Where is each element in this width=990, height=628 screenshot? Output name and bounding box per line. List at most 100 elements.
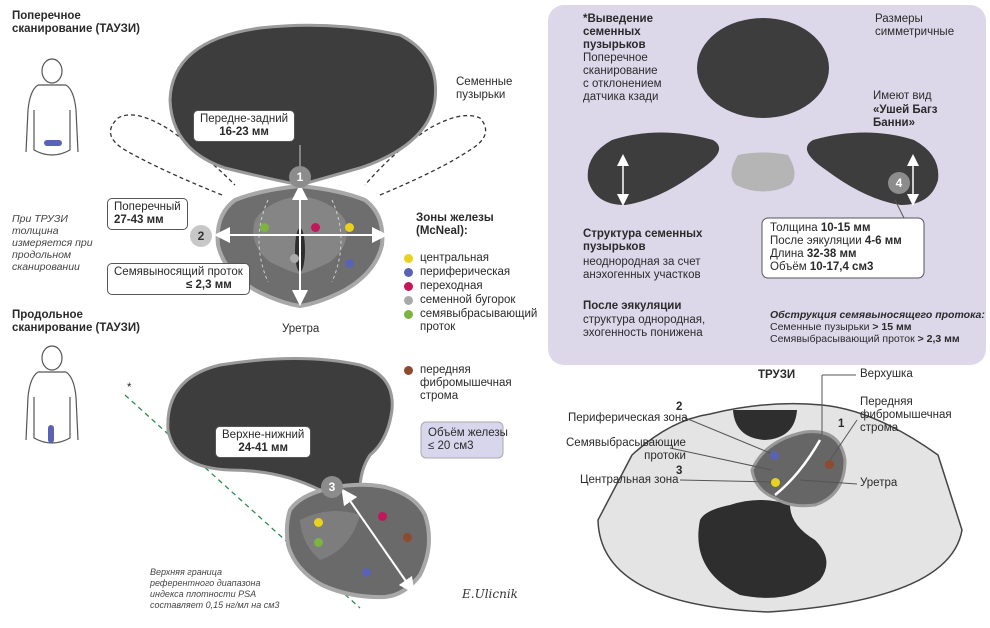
bladder-longitudinal (166, 357, 394, 492)
vesicle-measure-box (761, 217, 925, 279)
si-arrow (341, 488, 415, 594)
truzi-probe (733, 410, 797, 440)
truzi-number-3: 3 (676, 465, 683, 477)
number-badge-1: 1 (289, 166, 311, 188)
legend-dot-peripheral (404, 268, 413, 277)
ap-label: Передне-задний (200, 113, 289, 125)
longitudinal-title: Продольное сканирование (ТАУЗИ) (12, 309, 140, 334)
volume-box-text: Объём железы ≤ 20 см3 (428, 427, 508, 452)
signature: E.Ulicnik (462, 587, 518, 601)
zone-dot-central (345, 223, 354, 232)
volume-value: 10-17,4 см3 (809, 261, 874, 273)
truzi-anterior-stroma: Передняя фибромышечная строма (860, 396, 952, 434)
truzi-urethra: Уретра (860, 477, 898, 489)
prostate-top-view (731, 152, 795, 192)
asterisk-mark: * (127, 382, 132, 394)
probe-marker-longitudinal (48, 425, 54, 443)
zone-dot-ejac (260, 223, 269, 232)
volume-label: Объём (770, 261, 807, 273)
number-badge-2: 2 (190, 225, 212, 247)
obstruction-line2: Семявыбрасывающий проток > 2,3 мм (770, 333, 960, 345)
psa-note: Верхняя граница референтного диапазона и… (150, 567, 280, 610)
truzi-dot-stroma (825, 460, 834, 469)
seminal-vesicle-outline-right (364, 114, 487, 196)
urethra-label: Уретра (282, 323, 320, 335)
truzi-central: Центральная зона (580, 474, 679, 486)
after-ejac-value: 4-6 мм (864, 235, 902, 247)
structure-title: Структура семенных пузырьков (583, 228, 703, 253)
truzi-dot-central (771, 478, 780, 487)
length-value: 32-38 мм (806, 248, 857, 260)
zone-dot-colliculus (290, 254, 299, 263)
truzi-title: ТРУЗИ (758, 369, 796, 381)
bugs-name: «Ушей Багз Банни» (873, 104, 938, 129)
legend-dot-transition (404, 282, 413, 291)
legend-label-transition: переходная (420, 280, 483, 292)
truzi-ejac-ducts: Семявыбрасывающие протоки (566, 437, 686, 462)
truzi-number-2: 2 (676, 401, 683, 413)
long-dot-ejac (314, 538, 323, 547)
legend-label-stroma: передняя фибромышечная строма (420, 364, 512, 402)
transverse-title: Поперечное сканирование (ТАУЗИ) (12, 10, 140, 35)
truzi-bladder (698, 500, 827, 598)
number-badge-4: 4 (888, 172, 910, 194)
body-figure-longitudinal (25, 345, 79, 444)
legend-label-peripheral: периферическая (420, 266, 511, 278)
legend-label-ejac: семявыбрасывающий проток (420, 308, 538, 333)
ap-measure-box: Передне-задний 16-23 мм (193, 110, 296, 142)
obstruction-line1: Семенные пузырьки > 15 мм (770, 321, 912, 333)
vesicle-desc: Поперечное сканирование с отклонением да… (583, 52, 662, 103)
long-dot-central (314, 518, 323, 527)
zone-dot-peripheral (345, 259, 354, 268)
truzi-thickness-note: При ТРУЗИ толщина измеряется при продоль… (12, 213, 93, 273)
truzi-dot-peripheral (770, 451, 779, 460)
truzi-number-1: 1 (838, 418, 845, 430)
structure-desc: неоднородная за счет анэхогенных участко… (583, 256, 701, 281)
long-dot-peripheral (362, 568, 371, 577)
transverse-measure-box: Поперечный 27-43 мм (107, 198, 188, 230)
ejac-duct-value: ≤ 2,3 мм (186, 279, 232, 291)
ap-value: 16-23 мм (219, 126, 269, 138)
volume-row: Объём 10-17,4 см3 (770, 261, 902, 274)
seminal-vesicles-label: Семенные пузырьки (456, 76, 513, 101)
zone-dot-transition (311, 223, 320, 232)
after-desc: структура однородная, эхогенность пониже… (583, 314, 706, 339)
si-label: Верхне-нижний (222, 429, 305, 441)
obstruction-line2-value: > 2,3 мм (917, 333, 960, 345)
legend-dot-colliculus (404, 296, 413, 305)
probe-marker-transverse (44, 140, 62, 146)
length-row: Длина 32-38 мм (770, 248, 902, 261)
ejac-duct-label: Семявыносящий проток (114, 266, 243, 278)
after-ejac-label: После эякуляции (770, 235, 862, 247)
after-ejac-row: После эякуляции 4-6 мм (770, 235, 902, 248)
si-value: 24-41 мм (238, 442, 288, 454)
truzi-peripheral: Периферическая зона (568, 412, 688, 424)
legend-dot-ejac (404, 310, 413, 319)
truzi-apex: Верхушка (860, 368, 913, 380)
bugs-prefix: Имеют вид (873, 90, 932, 102)
transverse-value: 27-43 мм (114, 214, 164, 226)
legend-label-central: центральная (420, 252, 489, 264)
bladder-transverse (168, 23, 438, 187)
after-title: После эякуляции (583, 300, 682, 312)
long-dot-transition (378, 512, 387, 521)
thickness-value: 10-15 мм (820, 222, 871, 234)
si-measure-box: Верхне-нижний 24-41 мм (215, 426, 312, 458)
bladder-top-view (697, 18, 829, 118)
legend-dot-central (404, 254, 413, 263)
obstruction-line1-value: > 15 мм (872, 321, 912, 333)
legend-label-colliculus: семенной бугорок (420, 294, 516, 306)
truzi-prostate (750, 430, 847, 508)
ejac-duct-measure-box: Семявыносящий проток ≤ 2,3 мм (107, 263, 250, 295)
long-dot-stroma (403, 533, 412, 542)
obstruction-line2-label: Семявыбрасывающий проток (770, 333, 915, 345)
legend-dot-stroma (404, 366, 413, 375)
thickness-label: Толщина (770, 222, 818, 234)
vesicle-title: *Выведение семенных пузырьков (583, 13, 654, 51)
body-figure-transverse (25, 58, 79, 156)
obstruction-title: Обструкция семявыносящего протока: (770, 309, 985, 321)
zones-title: Зоны железы (McNeal): (416, 212, 494, 237)
sizes-symmetric: Размеры симметричные (875, 13, 955, 38)
number-badge-3: 3 (321, 476, 343, 498)
